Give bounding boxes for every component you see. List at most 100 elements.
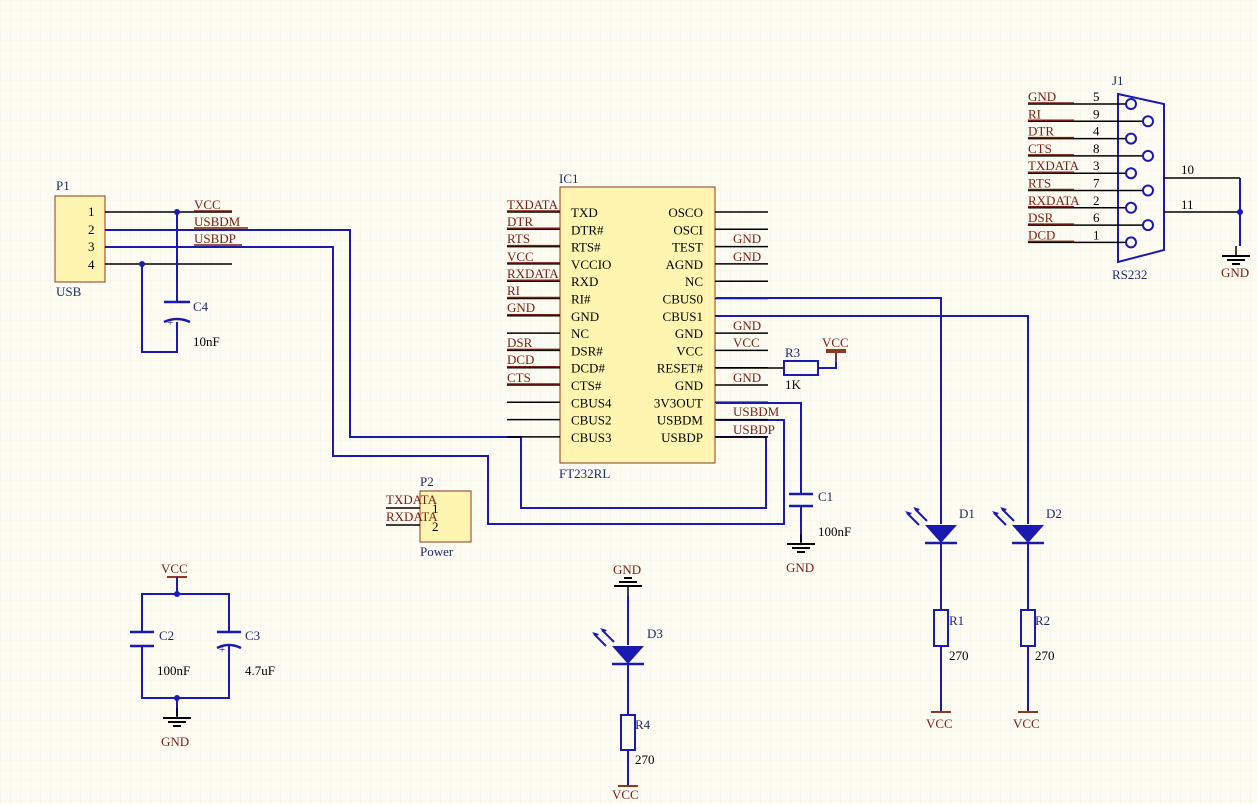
ic1-pin-label: TEST (672, 240, 703, 255)
gnd-label: GND (613, 562, 641, 577)
led-d2[interactable]: D2 (990, 505, 1062, 545)
svg-text:+: + (219, 644, 225, 656)
gnd-label: GND (786, 560, 814, 575)
ic1-pin-label: DSR# (571, 343, 603, 358)
ic1-pin-label: RESET# (657, 361, 704, 376)
p2-body (419, 490, 472, 543)
p2-pin: 2 (432, 519, 439, 534)
ic1-pin-label: RTS# (571, 240, 601, 255)
j1-socket (1142, 149, 1154, 162)
resistor-r4[interactable]: R4 270 (620, 714, 655, 767)
j1-value: RS232 (1112, 267, 1147, 282)
capacitor-c2[interactable]: C2 100nF (130, 628, 190, 678)
net-label-gnd: GND (733, 249, 761, 264)
ic1-pin-label: 3V3OUT (654, 395, 703, 410)
net-label-rxdata: RXDATA (507, 266, 559, 281)
gnd-label: GND (1221, 265, 1249, 280)
j1-pin-number: 5 (1093, 89, 1100, 104)
ic1-pin-label: CTS# (571, 378, 602, 393)
ic1-left-net-labels: TXDATA DTR RTS VCC RXDATA RI GND DSR DCD… (507, 197, 559, 385)
ic1-pin-label: GND (571, 309, 599, 324)
j1-signal-label: DCD (1028, 227, 1055, 242)
j1-ref: J1 (1112, 73, 1124, 88)
j1-socket (1142, 115, 1154, 128)
p1-pin: 3 (88, 239, 95, 254)
j1-pin-number: 3 (1093, 158, 1100, 173)
net-label-gnd: GND (733, 231, 761, 246)
net-label-vcc: VCC (194, 197, 221, 212)
ic1-pin-label: NC (685, 274, 703, 289)
power-connector-p2[interactable]: P2 1 2 Power (386, 474, 472, 559)
ic1-pin-label: USBDP (661, 430, 703, 445)
j1-signal-label: RXDATA (1028, 193, 1080, 208)
ic1-pin-label: AGND (665, 257, 703, 272)
net-label-cts: CTS (507, 370, 531, 385)
wire-cbus0 (716, 297, 942, 524)
net-label-rts: RTS (507, 231, 530, 246)
net-label-txdata: TXDATA (386, 492, 438, 507)
decoupling-capacitors: VCC (141, 561, 230, 716)
j1-signal-label: CTS (1028, 141, 1052, 156)
j1-shell-pin: 11 (1181, 197, 1194, 212)
j1-pin-number: 6 (1093, 210, 1100, 225)
vcc-label: VCC (926, 716, 953, 731)
net-label-gnd: GND (733, 318, 761, 333)
j1-signal-label: DTR (1028, 124, 1054, 139)
gnd-label: GND (161, 734, 189, 749)
net-label-ri: RI (507, 283, 520, 298)
r3-value: 1K (785, 377, 802, 392)
r2-ref: R2 (1035, 613, 1050, 628)
resistor-r1[interactable]: R1 270 (933, 609, 969, 663)
capacitor-c3[interactable]: + C3 4.7uF (216, 628, 275, 678)
ic1-ref: IC1 (559, 171, 579, 186)
wire-cbus1 (716, 315, 1029, 524)
p2-ref: P2 (420, 474, 434, 489)
net-label-usbdp: USBDP (194, 231, 236, 246)
c4-ref: C4 (193, 299, 209, 314)
j1-socket (1125, 132, 1137, 145)
j1-pin-number: 7 (1093, 176, 1100, 191)
ic1-right-net-labels: GND GND GND VCC GND USBDM USBDP (733, 231, 780, 437)
ic1-pin-label: USBDM (657, 413, 704, 428)
capacitor-c1[interactable]: C1 100nF (716, 402, 851, 542)
j1-socket (1125, 167, 1137, 180)
j1-signal-label: TXDATA (1028, 158, 1080, 173)
p1-value: USB (56, 284, 82, 299)
net-label-dtr: DTR (507, 214, 533, 229)
d1-ref: D1 (959, 506, 975, 521)
c4-value: 10nF (193, 334, 220, 349)
net-label-usbdm: USBDM (194, 214, 241, 229)
vcc-label: VCC (822, 335, 849, 350)
p1-ref: P1 (56, 178, 70, 193)
wire-usbdp (105, 246, 785, 525)
r4-ref: R4 (635, 717, 651, 732)
net-label-txdata: TXDATA (507, 197, 559, 212)
j1-pin-number: 8 (1093, 141, 1100, 156)
svg-text:+: + (167, 317, 173, 329)
c2-ref: C2 (159, 628, 174, 643)
r3-ref: R3 (785, 345, 800, 360)
c1-ref: C1 (818, 489, 833, 504)
j1-socket (1125, 236, 1137, 249)
vcc-label: VCC (1013, 716, 1040, 731)
ic1-pin-label: CBUS1 (663, 309, 703, 324)
ic1-pin-label: DCD# (571, 361, 605, 376)
ic1-ft232rl[interactable]: IC1 FT232RL TXDDTR#RTS#VCCIORXDRI#GNDNCD… (507, 171, 768, 481)
capacitor-c4[interactable]: + C4 10nF (141, 212, 220, 353)
net-label-dsr: DSR (507, 335, 533, 350)
ic1-pin-label: VCC (676, 343, 703, 358)
led-d3[interactable]: D3 (590, 626, 663, 666)
p1-pin: 1 (88, 204, 95, 219)
j1-signal-label: GND (1028, 89, 1056, 104)
j1-signal-label: DSR (1028, 210, 1054, 225)
ic1-pin-label: NC (571, 326, 589, 341)
j1-socket (1142, 219, 1154, 232)
ic1-pin-label: OSCI (673, 222, 703, 237)
c2-value: 100nF (157, 663, 190, 678)
resistor-r2[interactable]: R2 270 (1020, 609, 1055, 663)
j1-socket (1142, 184, 1154, 197)
ic1-pin-label: GND (675, 326, 703, 341)
led-d1[interactable]: D1 (903, 505, 975, 545)
